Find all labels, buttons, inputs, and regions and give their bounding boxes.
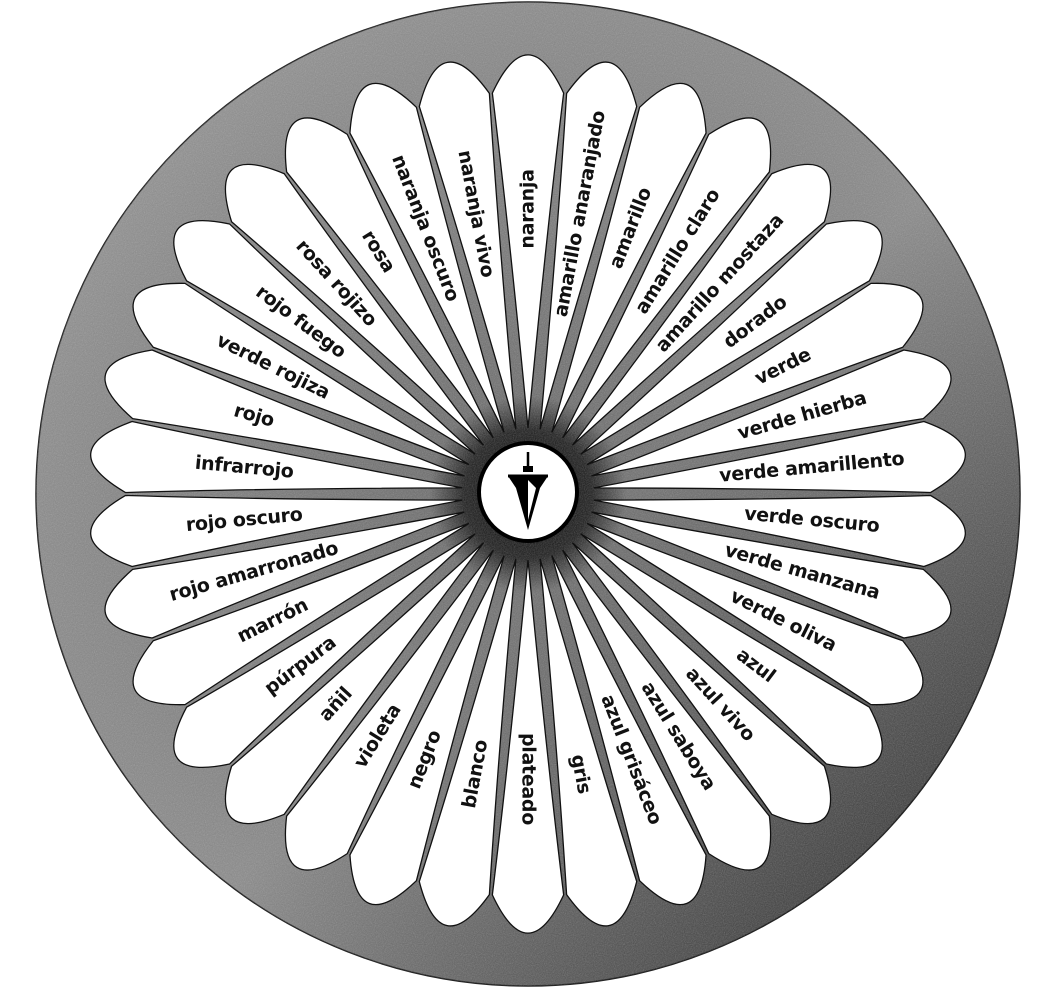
petal-label: naranja — [517, 169, 539, 248]
center-hub — [479, 443, 577, 541]
petal-label: plateado — [518, 733, 540, 825]
